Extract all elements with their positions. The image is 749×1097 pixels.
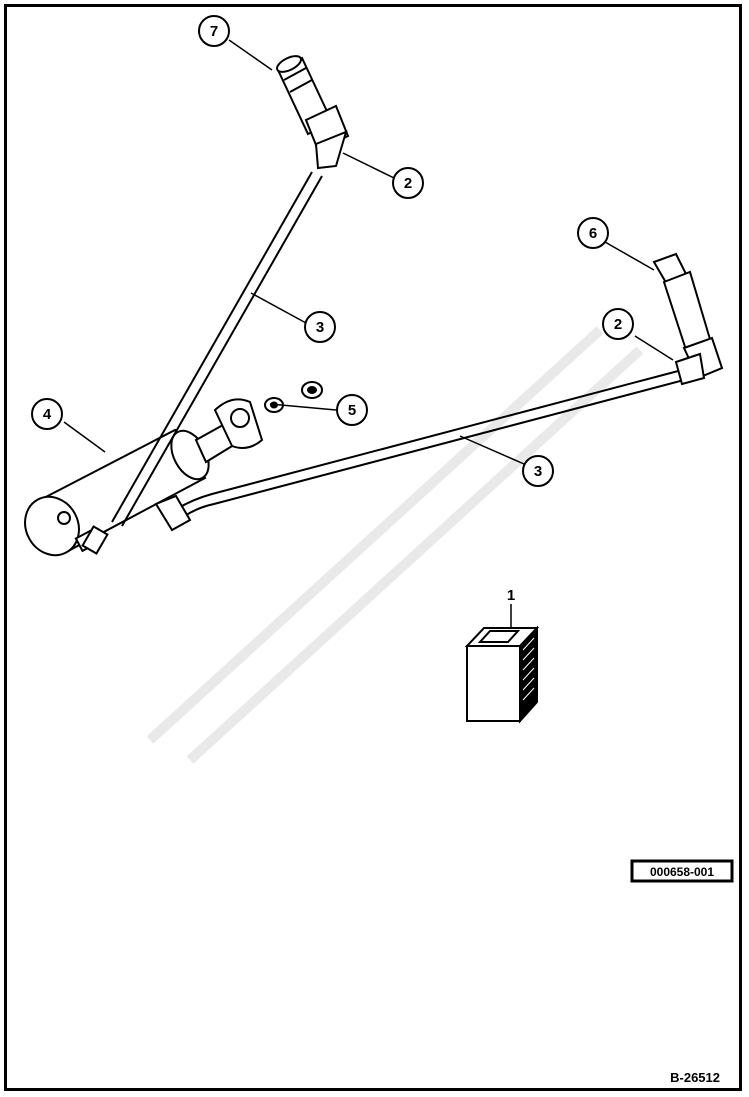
svg-text:2: 2: [404, 175, 412, 192]
svg-text:7: 7: [210, 23, 218, 40]
svg-text:3: 3: [316, 319, 324, 336]
part-number-box: 000658-001: [630, 859, 734, 883]
leader-lines: [63, 39, 674, 628]
coupler-upper: [276, 55, 350, 170]
decal-kit-box: [464, 625, 540, 724]
callout-2-upper: 2: [392, 167, 424, 199]
callout-2-right: 2: [602, 308, 634, 340]
svg-text:2: 2: [614, 316, 622, 333]
callout-7: 7: [198, 15, 230, 47]
callout-3-upper: 3: [304, 311, 336, 343]
watermark: [146, 326, 644, 764]
callout-6: 6: [577, 217, 609, 249]
washers: [264, 381, 323, 413]
hydraulic-cylinder: [24, 398, 264, 557]
figure-number: B-26512: [670, 1070, 720, 1085]
svg-text:6: 6: [589, 225, 597, 242]
hose-lower: [154, 369, 685, 532]
callout-4: 4: [31, 398, 63, 430]
coupler-right: [652, 252, 724, 386]
svg-text:3: 3: [534, 463, 542, 480]
hose-upper: [81, 171, 323, 555]
callout-1: 1: [507, 587, 515, 604]
svg-text:4: 4: [43, 406, 52, 423]
part-number: 000658-001: [650, 865, 714, 879]
diagram-border: [4, 4, 742, 1091]
callout-5: 5: [336, 394, 368, 426]
svg-text:5: 5: [348, 402, 356, 419]
svg-text:1: 1: [507, 587, 515, 604]
callout-3-lower: 3: [522, 455, 554, 487]
